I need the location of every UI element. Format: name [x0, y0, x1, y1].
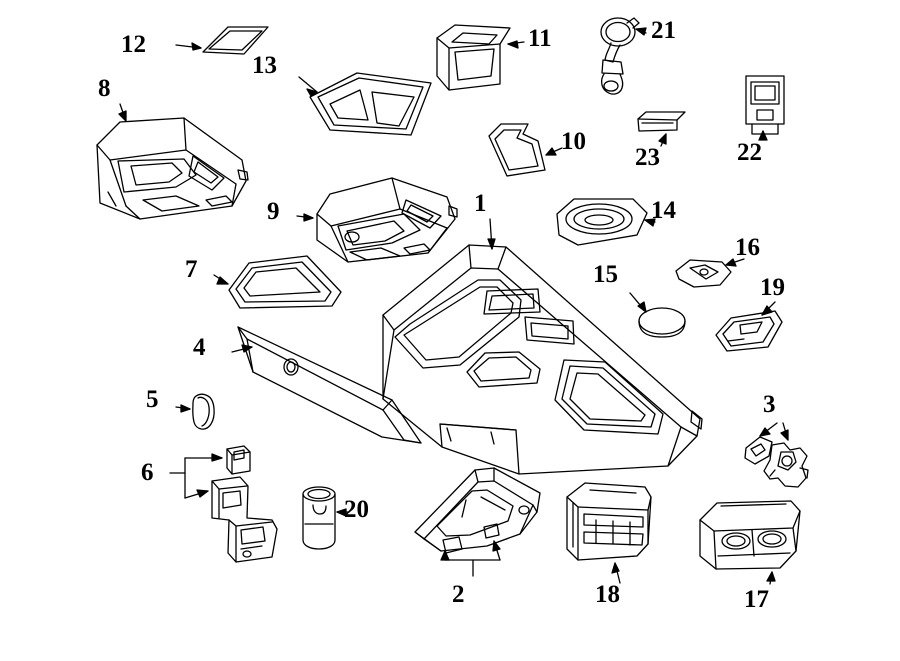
- arrow-6-top: [211, 453, 223, 462]
- callout-label-7: 7: [185, 256, 198, 283]
- callout-label-16: 16: [735, 234, 760, 261]
- part-17-shape: [699, 500, 801, 570]
- arrow-17: [766, 571, 776, 582]
- part-9-shape: [316, 177, 458, 263]
- callout-label-6: 6: [141, 459, 154, 486]
- part-2-shape: [414, 467, 541, 554]
- arrow-21: [635, 27, 647, 36]
- part-5-shape: [192, 393, 215, 430]
- arrow-20: [336, 508, 347, 517]
- callout-label-15: 15: [593, 261, 618, 288]
- callout-label-3: 3: [763, 391, 776, 418]
- arrow-15: [637, 301, 647, 313]
- arrow-23: [658, 133, 667, 145]
- callout-label-18: 18: [595, 581, 620, 608]
- part-21-shape: [600, 17, 640, 95]
- arrow-2-left: [440, 550, 450, 561]
- part-18-shape: [566, 482, 652, 561]
- callout-label-8: 8: [98, 75, 111, 102]
- callout-label-13: 13: [252, 52, 277, 79]
- callout-label-22: 22: [737, 139, 762, 166]
- callout-label-10: 10: [561, 128, 586, 155]
- arrow-7: [216, 276, 229, 285]
- arrow-12: [191, 42, 202, 51]
- part-19-shape: [715, 310, 783, 352]
- part-16-shape: [675, 259, 732, 288]
- arrow-6-bottom: [196, 489, 209, 498]
- callout-label-19: 19: [760, 274, 785, 301]
- arrow-5: [180, 404, 191, 413]
- arrow-9: [303, 213, 314, 222]
- arrow-2-right: [492, 540, 501, 552]
- arrow-16: [725, 258, 737, 267]
- part-11-shape: [436, 24, 511, 91]
- arrow-10: [545, 147, 557, 156]
- part-4-shape: [237, 326, 422, 444]
- part-12-shape: [202, 26, 269, 55]
- part-3-shape: [744, 436, 809, 488]
- part-20-shape: [302, 486, 336, 550]
- part-7-shape: [228, 255, 342, 309]
- leader-13: [298, 76, 318, 93]
- part-15-shape: [638, 307, 686, 338]
- part-6-shape: [211, 445, 278, 563]
- callout-label-1: 1: [474, 190, 487, 217]
- arrow-8: [118, 110, 127, 122]
- arrow-14: [644, 218, 656, 227]
- arrow-3-a: [759, 427, 771, 437]
- callout-label-4: 4: [193, 334, 206, 361]
- callout-label-11: 11: [528, 25, 552, 52]
- arrow-3-b: [780, 429, 789, 441]
- arrow-13: [306, 88, 318, 97]
- part-10-shape: [488, 123, 546, 177]
- callout-label-17: 17: [744, 586, 769, 613]
- part-8-shape: [96, 117, 249, 220]
- arrow-11: [507, 40, 519, 49]
- part-22-shape: [745, 75, 785, 135]
- arrow-18: [611, 562, 620, 574]
- callout-label-5: 5: [146, 386, 159, 413]
- callout-label-23: 23: [635, 144, 660, 171]
- part-23-shape: [637, 111, 686, 132]
- part-13-shape: [309, 72, 432, 136]
- callout-label-20: 20: [344, 496, 369, 523]
- arrow-22: [758, 130, 768, 141]
- arrow-19: [761, 305, 773, 316]
- callout-label-14: 14: [651, 197, 676, 224]
- callout-label-2: 2: [452, 581, 465, 608]
- callout-label-12: 12: [121, 31, 146, 58]
- callout-label-21: 21: [651, 17, 676, 44]
- arrow-4: [241, 344, 253, 353]
- arrow-1: [487, 238, 496, 250]
- part-14-shape: [556, 198, 648, 246]
- part-1-shape: [382, 244, 703, 475]
- callout-label-9: 9: [267, 198, 280, 225]
